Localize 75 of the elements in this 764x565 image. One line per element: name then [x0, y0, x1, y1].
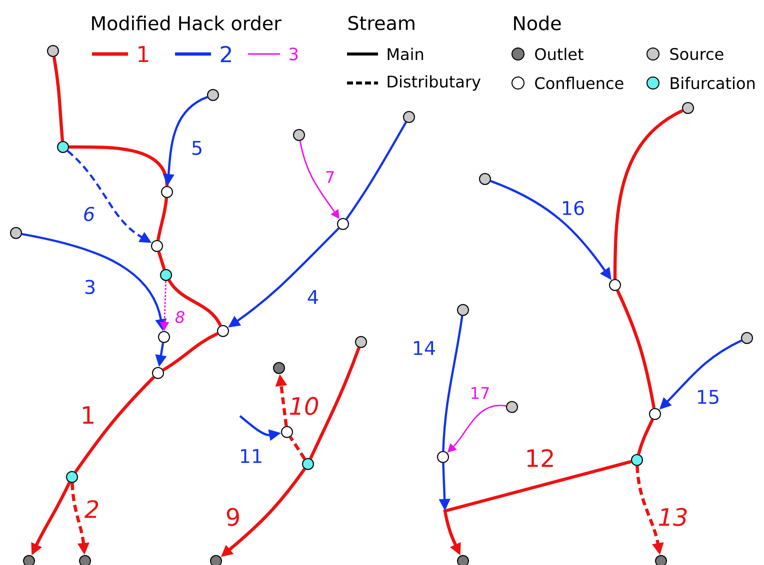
source-circle	[10, 227, 22, 239]
stream-line	[157, 251, 166, 270]
legend-heading: Node	[514, 16, 561, 30]
confluence-circle	[337, 218, 349, 230]
confluence-circle	[649, 408, 661, 420]
edge-label: 8	[175, 310, 184, 324]
outlet-circle	[655, 555, 667, 565]
edge-label: 7	[326, 171, 334, 183]
stream-line	[69, 145, 169, 186]
legend-text: 2	[220, 46, 231, 62]
stream-line	[309, 347, 360, 460]
bifurcation-circle	[631, 454, 643, 466]
source-circle	[403, 111, 415, 123]
outlet-circle	[79, 555, 91, 565]
bifurcation-circle	[160, 269, 172, 281]
edge-label: 10	[290, 396, 318, 416]
outlet-circle	[210, 555, 222, 565]
edge-label: 6	[84, 206, 94, 222]
stream-line	[637, 418, 654, 455]
source-circle	[479, 173, 491, 185]
edge-label: 3	[85, 280, 95, 294]
confluence-circle	[281, 426, 293, 438]
stream-line	[168, 279, 222, 326]
outlet-circle	[457, 555, 469, 565]
edge-label: 1	[83, 406, 94, 424]
legend-text: Bifurcation	[670, 76, 755, 90]
confluence-circle	[151, 240, 163, 252]
edge-label: 13	[658, 508, 687, 526]
legend-text: 3	[290, 48, 298, 60]
legend-heading: Stream	[348, 16, 414, 30]
legend-text: Main	[388, 48, 424, 60]
bifurcation-circle	[66, 471, 78, 483]
edge-label: 16	[563, 200, 584, 216]
source-circle	[207, 89, 219, 101]
legend-text: Source	[670, 48, 724, 60]
source-circle	[682, 102, 694, 114]
stream-line	[613, 109, 684, 279]
edge-label: 17	[472, 387, 489, 399]
outlet-circle	[273, 362, 285, 374]
edge-label: 12	[527, 449, 553, 467]
edge-label: 2	[84, 500, 98, 518]
outlet-circle	[23, 555, 35, 565]
stream-line	[346, 122, 407, 220]
stream-line	[288, 436, 306, 460]
stream-line	[616, 290, 656, 408]
source-circle	[457, 304, 469, 316]
confluence-circle	[609, 279, 621, 291]
legend-text: Confluence	[535, 76, 624, 90]
confluence-circle	[161, 186, 173, 198]
source-circle	[355, 336, 367, 348]
source-circle	[293, 129, 305, 141]
source-circle	[506, 401, 518, 413]
confluence-circle	[152, 367, 164, 379]
stream-line	[156, 198, 168, 240]
confluence-circle	[217, 325, 229, 337]
edge-label: 14	[414, 341, 435, 355]
source-circle	[741, 332, 753, 344]
confluence-circle	[437, 451, 449, 463]
legend-text: Outlet	[535, 48, 584, 60]
edge-label: 15	[698, 390, 718, 404]
edge-label: 4	[308, 290, 318, 304]
bifurcation-circle	[302, 458, 314, 470]
legend-text: Distributary	[388, 75, 481, 91]
edge-label: 11	[241, 449, 262, 463]
stream-line	[442, 316, 464, 452]
legend-heading: Modified Hack order	[92, 16, 282, 30]
bifurcation-circle	[57, 141, 69, 153]
source-circle	[47, 45, 59, 57]
edge-label: 5	[192, 140, 202, 156]
legend-text: 1	[138, 46, 148, 62]
stream-line	[162, 332, 218, 372]
stream-line	[74, 376, 155, 473]
confluence-circle	[158, 331, 170, 343]
stream-line	[52, 56, 64, 142]
edge-label: 9	[226, 508, 239, 526]
